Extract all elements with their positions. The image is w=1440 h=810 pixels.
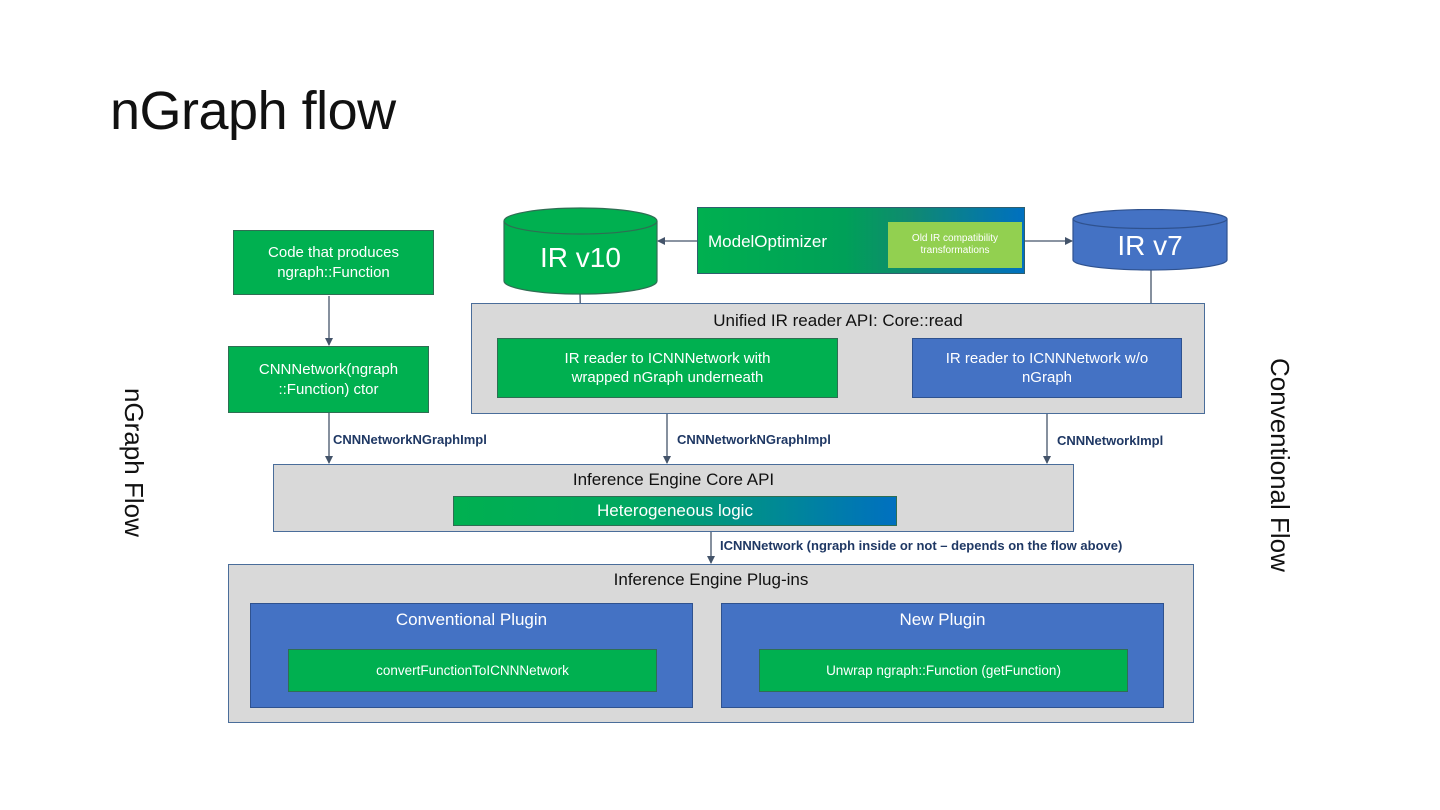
reader-ngraph-box: IR reader to ICNNNetwork with wrapped nG… <box>497 338 838 398</box>
unwrap-function-label: Unwrap ngraph::Function (getFunction) <box>826 662 1061 678</box>
heterogeneous-logic-box: Heterogeneous logic <box>453 496 897 526</box>
ir-v7-database: IR v7 <box>1072 209 1228 271</box>
model-optimizer-box: ModelOptimizer Old IR compatibility tran… <box>697 207 1025 274</box>
ir-v10-label: IR v10 <box>540 241 621 273</box>
model-optimizer-label: ModelOptimizer <box>708 231 828 251</box>
edge-label-ctor-to-core: CNNNetworkNGraphImpl <box>333 432 487 447</box>
heterogeneous-logic-label: Heterogeneous logic <box>597 500 753 520</box>
new-plugin-box: New Plugin Unwrap ngraph::Function (getF… <box>721 603 1164 708</box>
reader-conventional-box: IR reader to ICNNNetwork w/o nGraph <box>912 338 1182 398</box>
cnn-ctor-label: CNNNetwork(ngraph ::Function) ctor <box>258 361 399 398</box>
conventional-plugin-title: Conventional Plugin <box>395 610 548 629</box>
core-api-title: Inference Engine Core API <box>572 470 775 489</box>
convert-function-label: convertFunctionToICNNNetwork <box>376 662 569 678</box>
cylinder-icon <box>1072 209 1228 271</box>
unified-reader-title: Unified IR reader API: Core::read <box>713 311 963 330</box>
old-ir-transform-box: Old IR compatibility transformations <box>888 222 1022 268</box>
plugins-title: Inference Engine Plug-ins <box>613 570 809 589</box>
conventional-flow-side-label: Conventional Flow <box>1265 358 1295 572</box>
code-producer-label: Code that produces ngraph::Function <box>268 244 399 281</box>
cnn-ctor-box: CNNNetwork(ngraph ::Function) ctor <box>228 346 429 413</box>
core-api-panel: Inference Engine Core API Heterogeneous … <box>273 464 1074 532</box>
conventional-plugin-box: Conventional Plugin convertFunctionToICN… <box>250 603 693 708</box>
ir-v7-label: IR v7 <box>1117 229 1183 261</box>
edge-label-reader-conv-to-core: CNNNetworkImpl <box>1057 433 1164 448</box>
new-plugin-title: New Plugin <box>899 610 986 629</box>
ir-v10-database: IR v10 <box>503 207 658 295</box>
code-producer-box: Code that produces ngraph::Function <box>233 230 434 295</box>
ngraph-flow-side-label: nGraph Flow <box>119 388 149 537</box>
slide-title: nGraph flow <box>110 81 396 141</box>
convert-function-box: convertFunctionToICNNNetwork <box>288 649 657 692</box>
edge-label-reader-ngraph-to-core: CNNNetworkNGraphImpl <box>677 432 831 447</box>
old-ir-transform-label: Old IR compatibility transformations <box>911 232 999 257</box>
reader-conventional-label: IR reader to ICNNNetwork w/o nGraph <box>945 349 1149 387</box>
cylinder-icon <box>503 207 658 295</box>
reader-ngraph-label: IR reader to ICNNNetwork with wrapped nG… <box>564 349 771 387</box>
edge-label-core-to-plugins: ICNNNetwork (ngraph inside or not – depe… <box>720 538 1123 553</box>
unwrap-function-box: Unwrap ngraph::Function (getFunction) <box>759 649 1128 692</box>
